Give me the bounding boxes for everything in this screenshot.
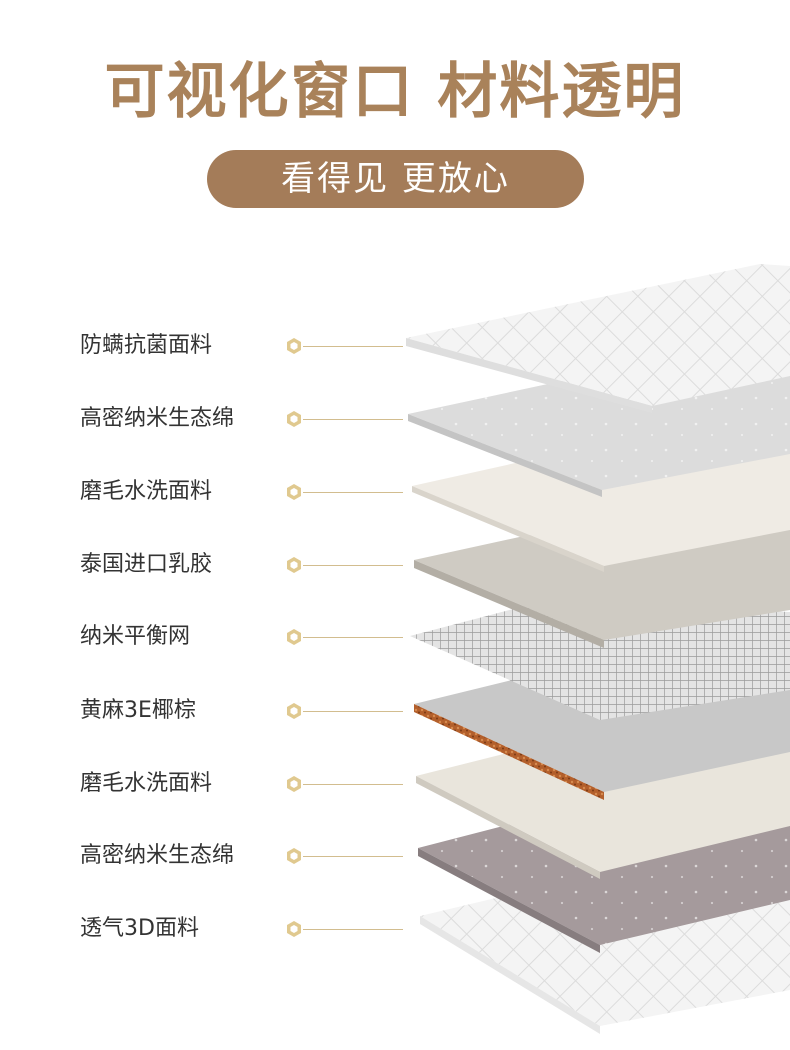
leader-line (303, 784, 403, 785)
layer-label-6: 黄麻3E椰棕 (80, 698, 196, 723)
layer-slab-5 (410, 600, 790, 720)
headline-title: 可视化窗口 材料透明 (104, 57, 686, 127)
leader-line (303, 565, 403, 566)
hexagon-bullet-icon (287, 338, 301, 354)
hexagon-bullet-icon (287, 411, 301, 427)
leader-line (303, 637, 403, 638)
leader-line (303, 492, 403, 493)
layer-label-8: 高密纳米生态绵 (80, 843, 235, 868)
leader-line (303, 711, 403, 712)
subtitle-pill: 看得见 更放心 (207, 150, 584, 208)
layer-label-5: 纳米平衡网 (80, 624, 191, 649)
leader-line (303, 856, 403, 857)
layer-label-1: 防螨抗菌面料 (80, 333, 213, 358)
layer-label-2: 高密纳米生态绵 (80, 406, 235, 431)
hexagon-bullet-icon (287, 921, 301, 937)
layer-label-4: 泰国进口乳胶 (80, 552, 213, 577)
leader-line (303, 419, 403, 420)
leader-line (303, 929, 403, 930)
hexagon-bullet-icon (287, 848, 301, 864)
hexagon-bullet-icon (287, 629, 301, 645)
layer-slab-1 (406, 264, 790, 413)
hexagon-bullet-icon (287, 776, 301, 792)
layer-label-9: 透气3D面料 (80, 916, 199, 941)
hexagon-bullet-icon (287, 557, 301, 573)
leader-line (303, 346, 403, 347)
layer-label-7: 磨毛水洗面料 (80, 771, 213, 796)
layer-label-3: 磨毛水洗面料 (80, 479, 213, 504)
hexagon-bullet-icon (287, 484, 301, 500)
hexagon-bullet-icon (287, 703, 301, 719)
